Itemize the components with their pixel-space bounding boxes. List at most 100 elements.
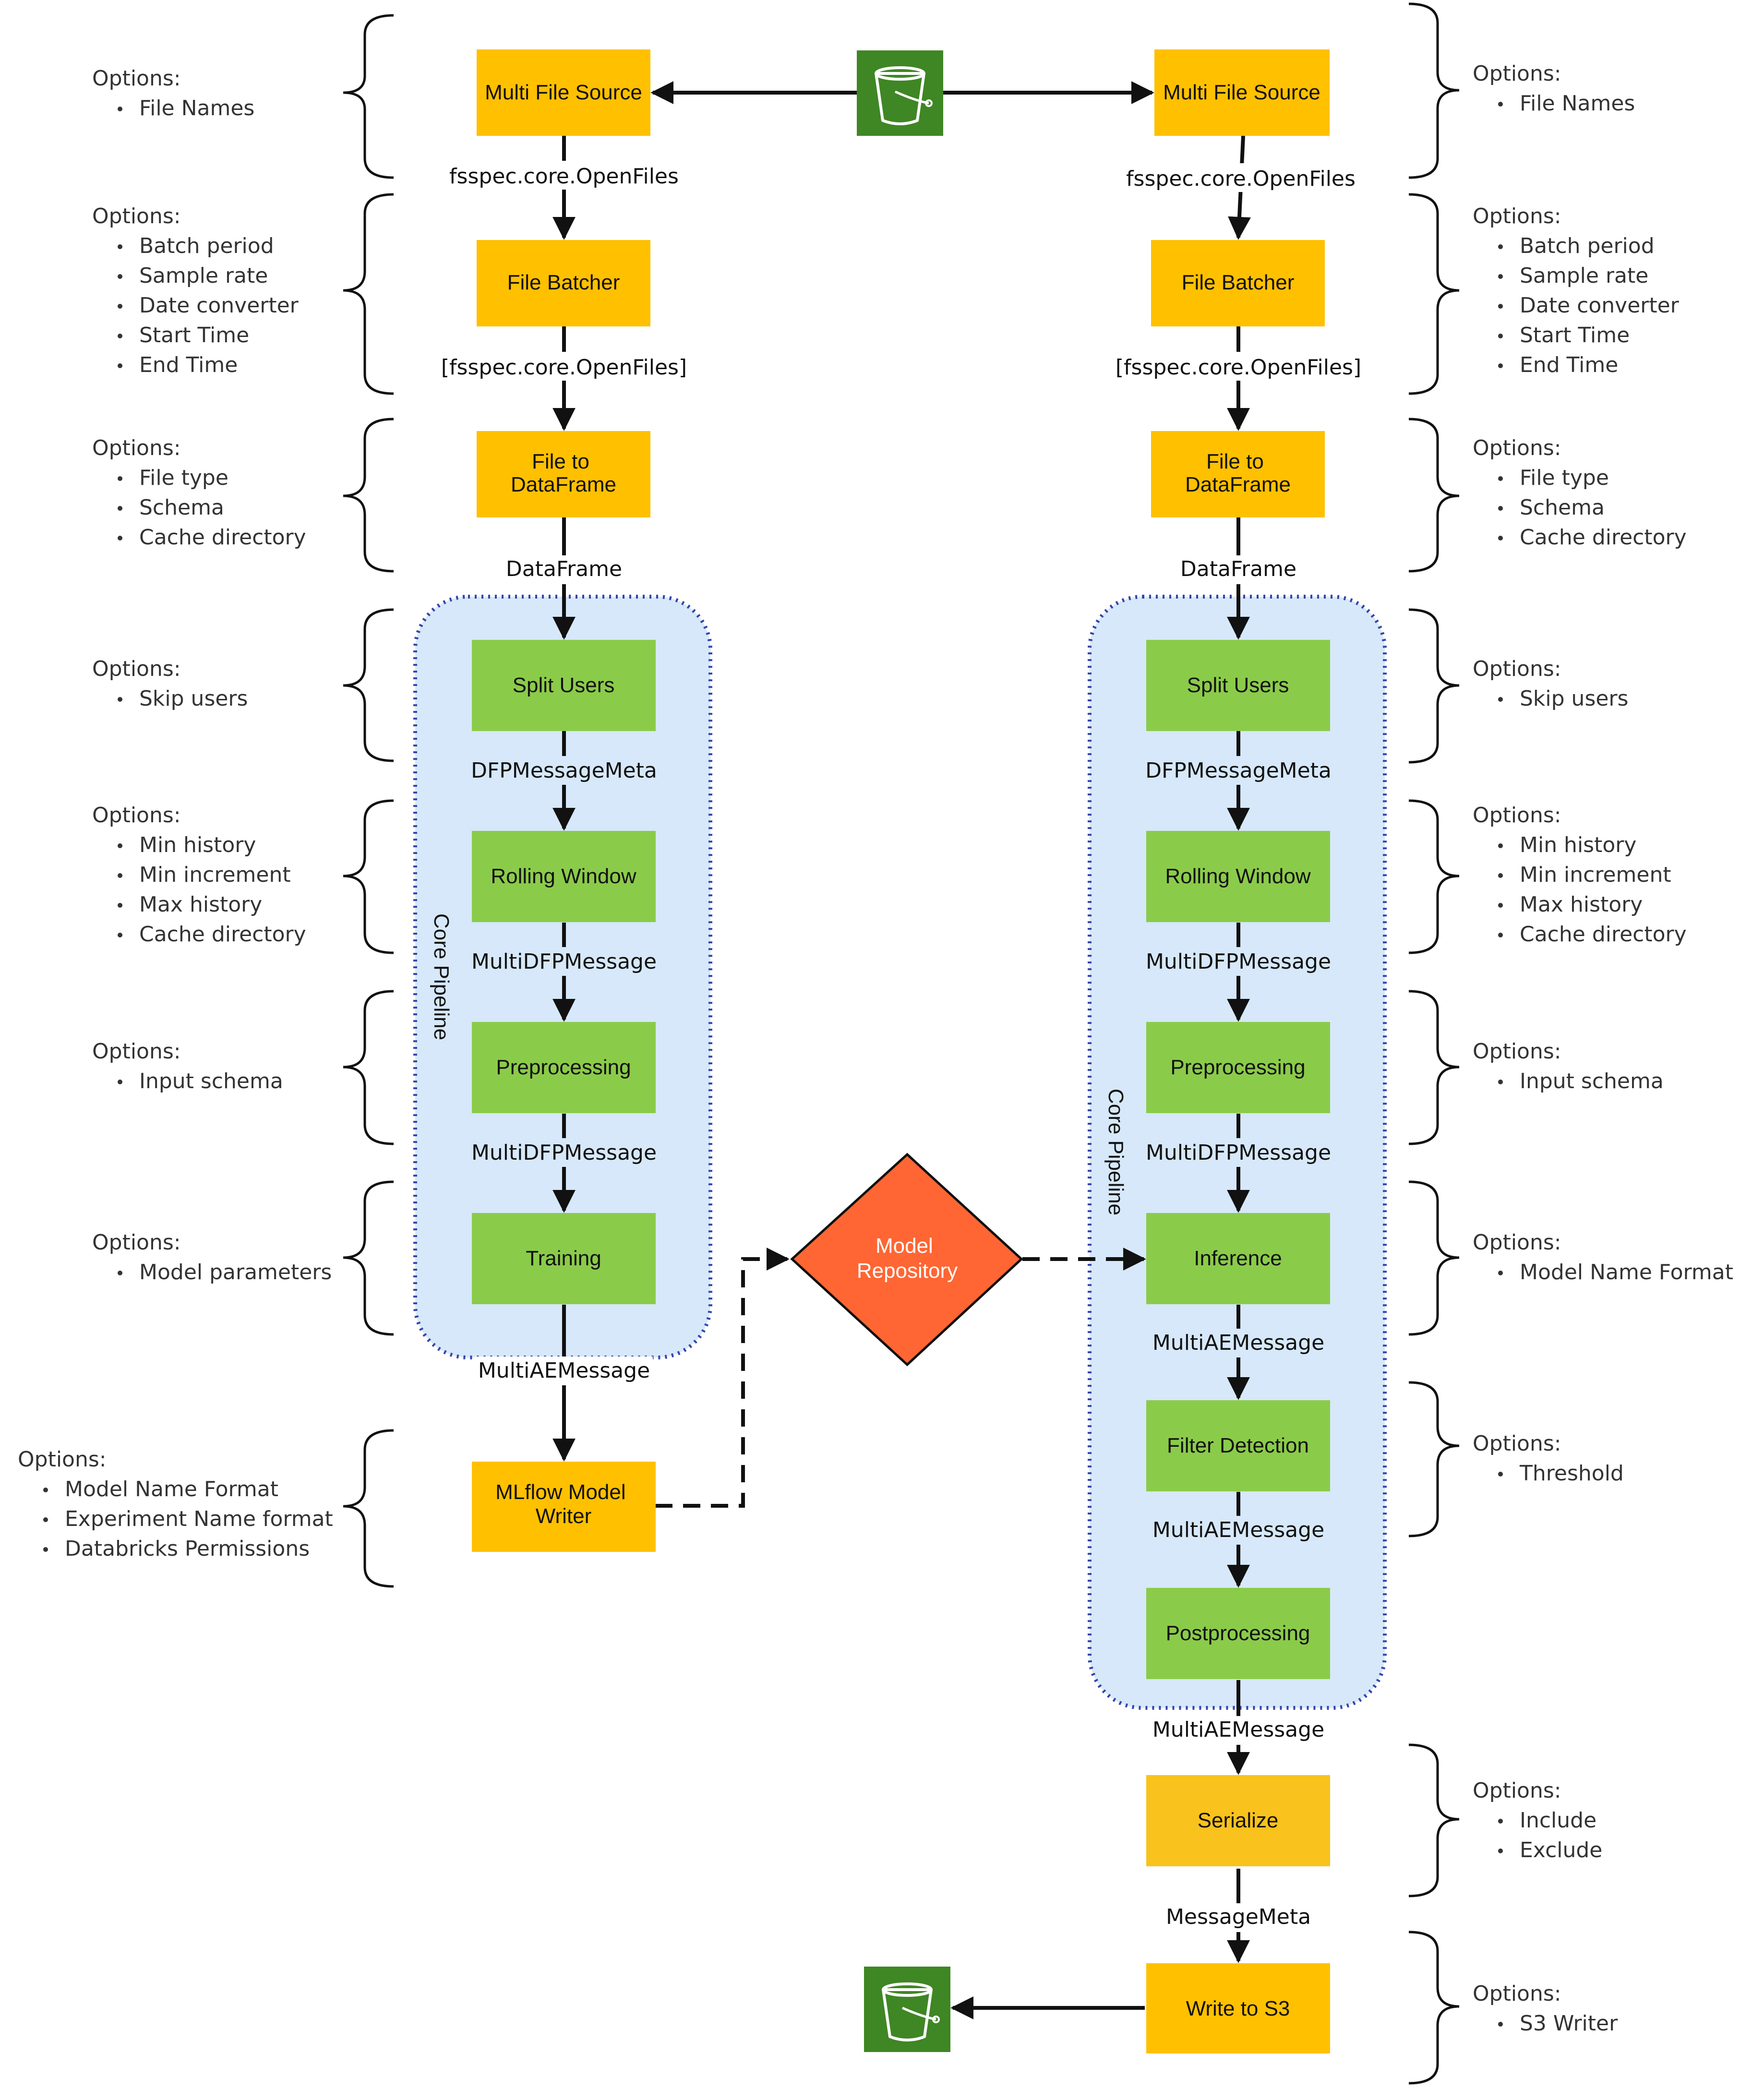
train-file-to-dataframe-line1: File to [532,450,589,473]
inf-option-item: Model Name Format [1520,1260,1733,1285]
inf-edge-label-3: DataFrame [1180,557,1296,581]
train-edge-label-2: [fsspec.core.OpenFiles] [441,355,687,380]
inf-option-item: Max history [1520,892,1643,917]
inf-edge-label-9: MultiAEMessage [1152,1717,1324,1742]
inf-edge-label-2: [fsspec.core.OpenFiles] [1116,355,1361,380]
train-options-block: Options:Input schema [92,1039,283,1093]
inf-edge-labels: fsspec.core.OpenFiles [fsspec.core.OpenF… [1116,163,1361,1932]
inf-options-title: Options: [1473,61,1561,86]
inf-option-item: Min increment [1520,863,1671,887]
train-edge-label-3: DataFrame [506,557,622,581]
inf-preprocessing-node [1146,1022,1330,1113]
train-option-item: Min increment [139,863,291,887]
inf-serialize-node [1146,1775,1330,1866]
left-option-braces [343,14,394,1588]
train-rolling-window-label: Rolling Window [491,864,636,888]
bullet-dot [1498,1080,1503,1084]
inf-serialize-label: Serialize [1198,1809,1279,1832]
inf-write-to-s3-node [1146,1963,1330,2053]
train-edge-label-4: DFPMessageMeta [471,758,657,783]
inf-file-to-dataframe-line1: File to [1206,450,1264,473]
train-option-item: Databricks Permissions [65,1537,310,1561]
train-options-title: Options: [92,436,181,460]
model-repository-line2: Repository [857,1259,958,1283]
inf-edge-label-10: MessageMeta [1166,1905,1311,1929]
inf-inference-node [1146,1213,1330,1304]
bullet-dot [1498,873,1503,878]
inf-inference-label: Inference [1194,1247,1282,1270]
train-options-block: Options:File Names [92,66,254,120]
train-file-to-dataframe-line2: DataFrame [511,473,616,496]
bullet-dot [118,274,122,279]
train-multi-file-source-label: Multi File Source [485,81,642,104]
train-option-item: Start Time [139,323,249,348]
inf-option-item: File Names [1520,91,1635,116]
bullet-dot [1498,903,1503,908]
inf-edge-label-7: MultiAEMessage [1152,1331,1324,1355]
bullet-dot [118,933,122,937]
inf-option-item: Include [1520,1808,1596,1833]
bullet-dot [118,903,122,908]
bullet-dot [43,1488,48,1492]
inf-file-to-dataframe-label: File to DataFrame [1185,450,1291,496]
inf-file-batcher-node [1151,240,1325,326]
inf-rolling-window-label: Rolling Window [1165,864,1310,888]
train-option-item: Model parameters [139,1260,332,1285]
right-option-braces [1408,2,1460,2085]
train-split-users-label: Split Users [513,673,615,697]
train-training-label: Training [526,1247,601,1270]
inf-options-block: Options:Threshold [1473,1431,1624,1486]
train-split-users-node [472,640,656,731]
train-option-item: Min history [139,833,256,857]
inf-option-item: Sample rate [1520,264,1648,288]
train-file-to-dataframe-node [477,431,650,517]
train-preprocessing-node [472,1022,656,1113]
inference-cluster-label: Core Pipeline [1104,1089,1128,1215]
bullet-dot [118,304,122,309]
inf-options-block: Options: Model Name Format [1473,1230,1733,1285]
inf-multi-file-source-label: Multi File Source [1163,81,1320,104]
bullet-dot [118,873,122,878]
train-option-item: Input schema [139,1069,283,1093]
bullet-dot [1498,1849,1503,1853]
bullet-dot [118,476,122,481]
bullet-dot [1498,1819,1503,1824]
bullet-dot [1498,476,1503,481]
bullet-dot [118,506,122,511]
inf-filter-detection-label: Filter Detection [1167,1434,1309,1457]
inf-option-item: Skip users [1520,686,1628,711]
bullet-dot [1498,536,1503,540]
edge-writer-to-repository [655,1248,790,1508]
inf-options-title: Options: [1473,1230,1561,1255]
inf-split-users-label: Split Users [1187,673,1289,697]
inf-file-to-dataframe-node [1151,431,1325,517]
inf-write-to-s3-label: Write to S3 [1186,1997,1290,2020]
train-mlflow-writer-line2: Writer [536,1504,592,1528]
inf-option-item: Date converter [1520,293,1680,318]
inf-multi-file-source-node [1154,49,1330,136]
bullet-dot [118,107,122,111]
train-options-title: Options: [92,204,181,228]
bullet-dot [118,536,122,540]
inf-option-item: Min history [1520,833,1636,857]
inf-option-item: Cache directory [1520,922,1687,947]
inf-options-title: Options: [1473,803,1561,828]
bullet-dot [118,334,122,338]
bullet-dot [1498,363,1503,368]
train-option-item: Skip users [139,686,248,711]
train-options-title: Options: [92,803,181,828]
train-options-title: Options: [92,1230,181,1255]
bullet-dot [1498,304,1503,309]
train-edge-label-1: fsspec.core.OpenFiles [449,164,679,189]
train-training-node [472,1213,656,1304]
train-edge-label-5: MultiDFPMessage [471,949,657,974]
inf-options-title: Options: [1473,1981,1561,2006]
inf-option-item: Batch period [1520,234,1655,258]
